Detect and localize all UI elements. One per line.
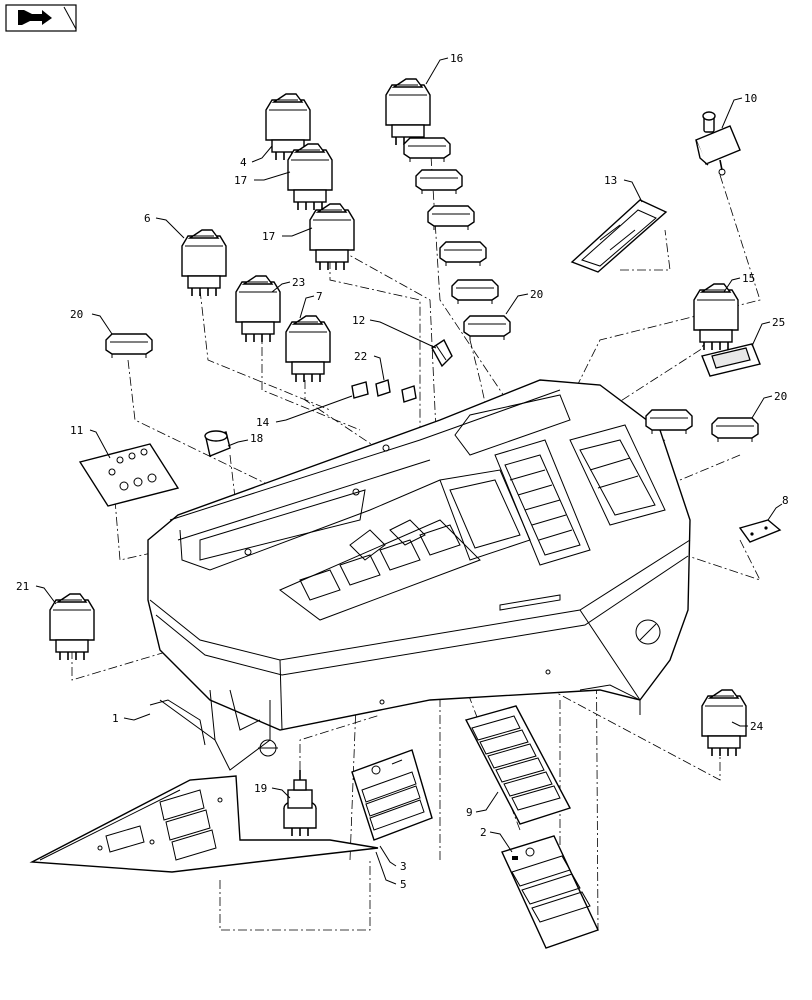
svg-text:15: 15 xyxy=(742,272,755,285)
svg-text:21: 21 xyxy=(16,580,29,593)
svg-text:20: 20 xyxy=(774,390,787,403)
switch-7 xyxy=(285,315,331,383)
callout-23: 23 xyxy=(271,276,305,293)
callout-19: 19 xyxy=(254,782,291,799)
svg-text:11: 11 xyxy=(70,424,83,437)
switch-24 xyxy=(701,689,747,757)
console-housing xyxy=(147,379,691,771)
switch-21 xyxy=(49,593,95,661)
svg-text:12: 12 xyxy=(352,314,365,327)
callout-22: 22 xyxy=(354,350,385,381)
svg-text:17: 17 xyxy=(262,230,275,243)
decal-11 xyxy=(78,443,180,507)
bezel-13 xyxy=(570,199,668,273)
lens-20-left xyxy=(105,333,153,359)
svg-text:4: 4 xyxy=(240,156,247,169)
svg-text:23: 23 xyxy=(292,276,305,289)
svg-text:16: 16 xyxy=(450,52,463,65)
switch-17a xyxy=(287,143,333,211)
callout-20b: 20 xyxy=(505,288,543,315)
nav-forward-button[interactable] xyxy=(5,4,77,32)
svg-text:1: 1 xyxy=(112,712,119,725)
callout-15: 15 xyxy=(723,272,755,293)
switch-23 xyxy=(235,275,281,343)
rotary-switch-19 xyxy=(283,770,317,836)
svg-text:6: 6 xyxy=(144,212,151,225)
callout-10: 10 xyxy=(721,92,757,129)
callout-21: 21 xyxy=(16,580,57,605)
callout-17a: 17 xyxy=(234,171,291,187)
panel-9 xyxy=(464,705,572,825)
callout-6: 6 xyxy=(144,212,185,239)
callout-8: 8 xyxy=(767,494,789,521)
svg-text:17: 17 xyxy=(234,174,247,187)
bracket-8 xyxy=(738,519,782,543)
svg-text:7: 7 xyxy=(316,290,323,303)
switch-6 xyxy=(181,229,227,297)
callout-16: 16 xyxy=(425,52,463,85)
callout-1: 1 xyxy=(112,712,151,725)
callout-3: 3 xyxy=(379,845,407,873)
callout-9: 9 xyxy=(466,791,499,819)
callout-12: 12 xyxy=(352,314,437,349)
svg-text:3: 3 xyxy=(400,860,407,873)
svg-text:19: 19 xyxy=(254,782,267,795)
svg-text:18: 18 xyxy=(250,432,263,445)
callout-2: 2 xyxy=(480,826,513,853)
svg-text:25: 25 xyxy=(772,316,785,329)
callout-20a: 20 xyxy=(70,308,113,335)
callout-7: 7 xyxy=(299,290,323,319)
callout-5: 5 xyxy=(375,851,407,891)
callout-17b: 17 xyxy=(262,227,313,243)
callout-4: 4 xyxy=(240,145,273,169)
svg-text:20: 20 xyxy=(530,288,543,301)
panel-3 xyxy=(351,749,433,841)
plate-5 xyxy=(29,775,379,873)
svg-text:14: 14 xyxy=(256,416,270,429)
switch-15 xyxy=(693,283,739,351)
lens-right-small xyxy=(645,409,693,435)
svg-text:13: 13 xyxy=(604,174,617,187)
svg-text:8: 8 xyxy=(782,494,789,507)
svg-text:9: 9 xyxy=(466,806,473,819)
switch-17b xyxy=(309,203,355,271)
svg-text:20: 20 xyxy=(70,308,83,321)
page-forward-arrow-icon xyxy=(18,10,52,25)
svg-text:10: 10 xyxy=(744,92,757,105)
lens-20-right xyxy=(711,417,759,443)
plugs-14-22 xyxy=(351,379,417,403)
callout-13: 13 xyxy=(604,174,643,203)
callout-25: 25 xyxy=(751,316,785,347)
switch-16 xyxy=(385,78,431,146)
lamp-18 xyxy=(204,430,231,457)
knob-12 xyxy=(431,338,453,368)
svg-text:2: 2 xyxy=(480,826,487,839)
callout-14: 14 xyxy=(256,395,353,429)
svg-text:24: 24 xyxy=(750,720,764,733)
callout-20c: 20 xyxy=(751,390,787,419)
callout-24: 24 xyxy=(731,720,764,733)
callout-18: 18 xyxy=(227,432,263,447)
callout-labels: 1 2 3 4 5 6 7 8 9 10 11 12 13 14 15 16 1… xyxy=(16,52,789,891)
toggle-switch-10 xyxy=(695,111,741,176)
gasket-25 xyxy=(701,343,761,377)
callout-11: 11 xyxy=(70,424,111,459)
svg-text:5: 5 xyxy=(400,878,407,891)
svg-text:22: 22 xyxy=(354,350,367,363)
panel-2 xyxy=(501,835,599,949)
